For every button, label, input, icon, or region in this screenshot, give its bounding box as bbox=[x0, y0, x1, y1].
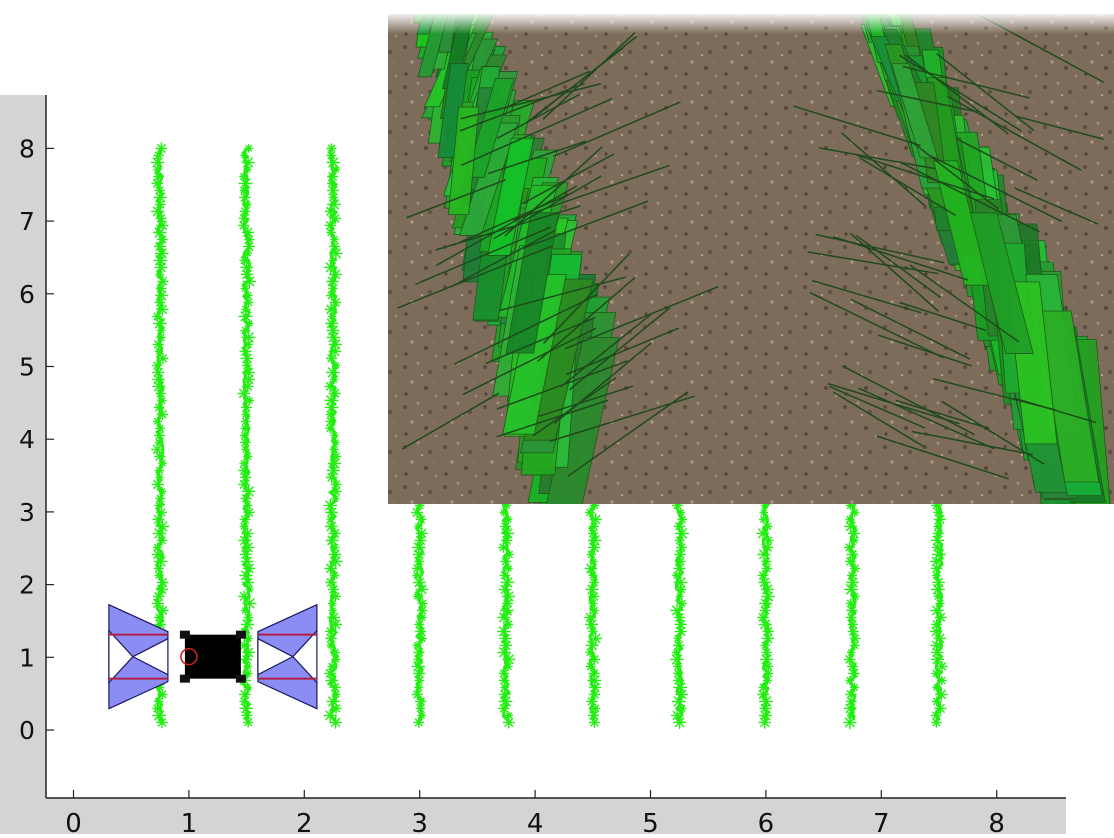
robot-wheel bbox=[235, 674, 246, 683]
y-tick-label: 1 bbox=[19, 643, 35, 672]
plant-row bbox=[150, 142, 170, 729]
y-tick-label: 5 bbox=[19, 353, 35, 382]
x-tick-label: 4 bbox=[527, 809, 544, 834]
y-tick-label: 8 bbox=[19, 134, 35, 163]
x-ticks-group: 0 1 2 3 4 5 6 7 8 bbox=[65, 790, 1005, 838]
y-tick-label: 0 bbox=[19, 716, 35, 745]
x-tick-label: 5 bbox=[642, 809, 659, 834]
x-tick-label: 6 bbox=[758, 809, 775, 834]
plant-row bbox=[323, 143, 343, 729]
robot-body bbox=[184, 634, 241, 679]
plant-row bbox=[237, 144, 257, 728]
y-axis-band bbox=[0, 95, 46, 834]
y-tick-label: 2 bbox=[19, 571, 35, 600]
y-tick-label: 7 bbox=[19, 207, 35, 236]
y-tick-label: 3 bbox=[19, 498, 35, 527]
x-axis-band bbox=[0, 798, 1066, 834]
robot-wheel bbox=[179, 674, 190, 683]
y-tick-label: 4 bbox=[19, 425, 35, 454]
robot-right-sensor bbox=[257, 603, 318, 710]
x-tick-label: 7 bbox=[873, 809, 890, 834]
x-tick-label: 1 bbox=[181, 809, 198, 834]
robot-wheel bbox=[235, 630, 246, 639]
y-tick-label: 6 bbox=[19, 280, 35, 309]
x-tick-label: 3 bbox=[411, 809, 428, 834]
robot-wheel bbox=[179, 630, 190, 639]
y-ticks-group: 0 1 2 3 4 5 6 7 8 bbox=[19, 134, 54, 745]
robot-group bbox=[108, 603, 318, 710]
x-tick-label: 2 bbox=[296, 809, 313, 834]
robot-position-marker bbox=[180, 647, 198, 666]
robot-left-sensor bbox=[108, 603, 169, 710]
camera-view-inset bbox=[388, 14, 1114, 504]
x-tick-label: 8 bbox=[988, 809, 1005, 834]
x-tick-label: 0 bbox=[65, 809, 82, 834]
